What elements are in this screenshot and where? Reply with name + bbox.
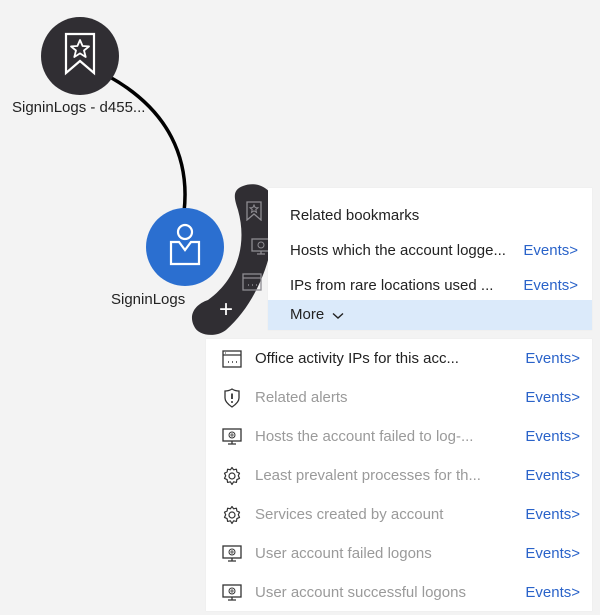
more-menu-panel: Office activity IPs for this acc... Even… [206, 339, 592, 611]
events-link[interactable]: Events> [523, 276, 578, 294]
shield-alert-icon [221, 387, 243, 409]
account-node-label: SigninLogs [111, 291, 186, 308]
account-node[interactable] [146, 208, 224, 286]
gear-icon [221, 465, 243, 487]
user-account-icon [167, 223, 203, 272]
chevron-down-icon [332, 307, 344, 324]
browser-window-icon [221, 348, 243, 370]
monitor-icon [221, 543, 243, 565]
gear-icon [221, 504, 243, 526]
menu-item-label: Related bookmarks [290, 206, 420, 224]
browser-window-icon [242, 272, 262, 296]
menu-item-services-created[interactable]: Services created by account Events> [206, 495, 592, 534]
menu-item-label: User account failed logons [255, 545, 432, 562]
arc-ips-button[interactable] [241, 272, 263, 296]
events-link[interactable]: Events> [525, 584, 580, 601]
menu-item-label: User account successful logons [255, 584, 466, 601]
bookmark-node[interactable] [41, 17, 119, 95]
events-link[interactable]: Events> [525, 389, 580, 406]
menu-item-label: Least prevalent processes for th... [255, 467, 481, 484]
events-link[interactable]: Events> [525, 506, 580, 523]
more-label: More [290, 306, 344, 324]
menu-item-hosts-failed-logon[interactable]: Hosts the account failed to log-... Even… [206, 417, 592, 456]
events-link[interactable]: Events> [523, 241, 578, 259]
add-button[interactable]: + [218, 296, 233, 323]
menu-item-successful-logons[interactable]: User account successful logons Events> [206, 573, 592, 612]
bookmark-star-icon [60, 31, 100, 82]
monitor-icon [221, 582, 243, 604]
menu-item-label: Office activity IPs for this acc... [255, 350, 459, 367]
events-link[interactable]: Events> [525, 350, 580, 367]
arc-bookmark-button[interactable] [243, 200, 265, 226]
menu-item-rare-ips[interactable]: IPs from rare locations used ... Events> [268, 270, 592, 300]
menu-item-related-alerts[interactable]: Related alerts Events> [206, 378, 592, 417]
bookmark-node-label: SigninLogs - d455... [12, 99, 146, 116]
quick-menu-panel: Related bookmarks Hosts which the accoun… [268, 188, 592, 330]
menu-item-office-activity-ips[interactable]: Office activity IPs for this acc... Even… [206, 339, 592, 378]
menu-item-label: Hosts the account failed to log-... [255, 428, 474, 445]
menu-item-label: Hosts which the account logge... [290, 241, 506, 259]
menu-item-label: IPs from rare locations used ... [290, 276, 494, 294]
menu-item-related-bookmarks[interactable]: Related bookmarks [268, 200, 592, 230]
menu-item-label: Related alerts [255, 389, 348, 406]
menu-item-hosts-logged[interactable]: Hosts which the account logge... Events> [268, 235, 592, 265]
menu-item-label: Services created by account [255, 506, 444, 523]
context-arc-menu [191, 184, 275, 335]
bookmark-star-icon [245, 200, 263, 226]
menu-item-failed-logons[interactable]: User account failed logons Events> [206, 534, 592, 573]
more-button[interactable]: More [268, 300, 592, 330]
monitor-icon [221, 426, 243, 448]
menu-item-least-prevalent-processes[interactable]: Least prevalent processes for th... Even… [206, 456, 592, 495]
events-link[interactable]: Events> [525, 545, 580, 562]
events-link[interactable]: Events> [525, 467, 580, 484]
events-link[interactable]: Events> [525, 428, 580, 445]
